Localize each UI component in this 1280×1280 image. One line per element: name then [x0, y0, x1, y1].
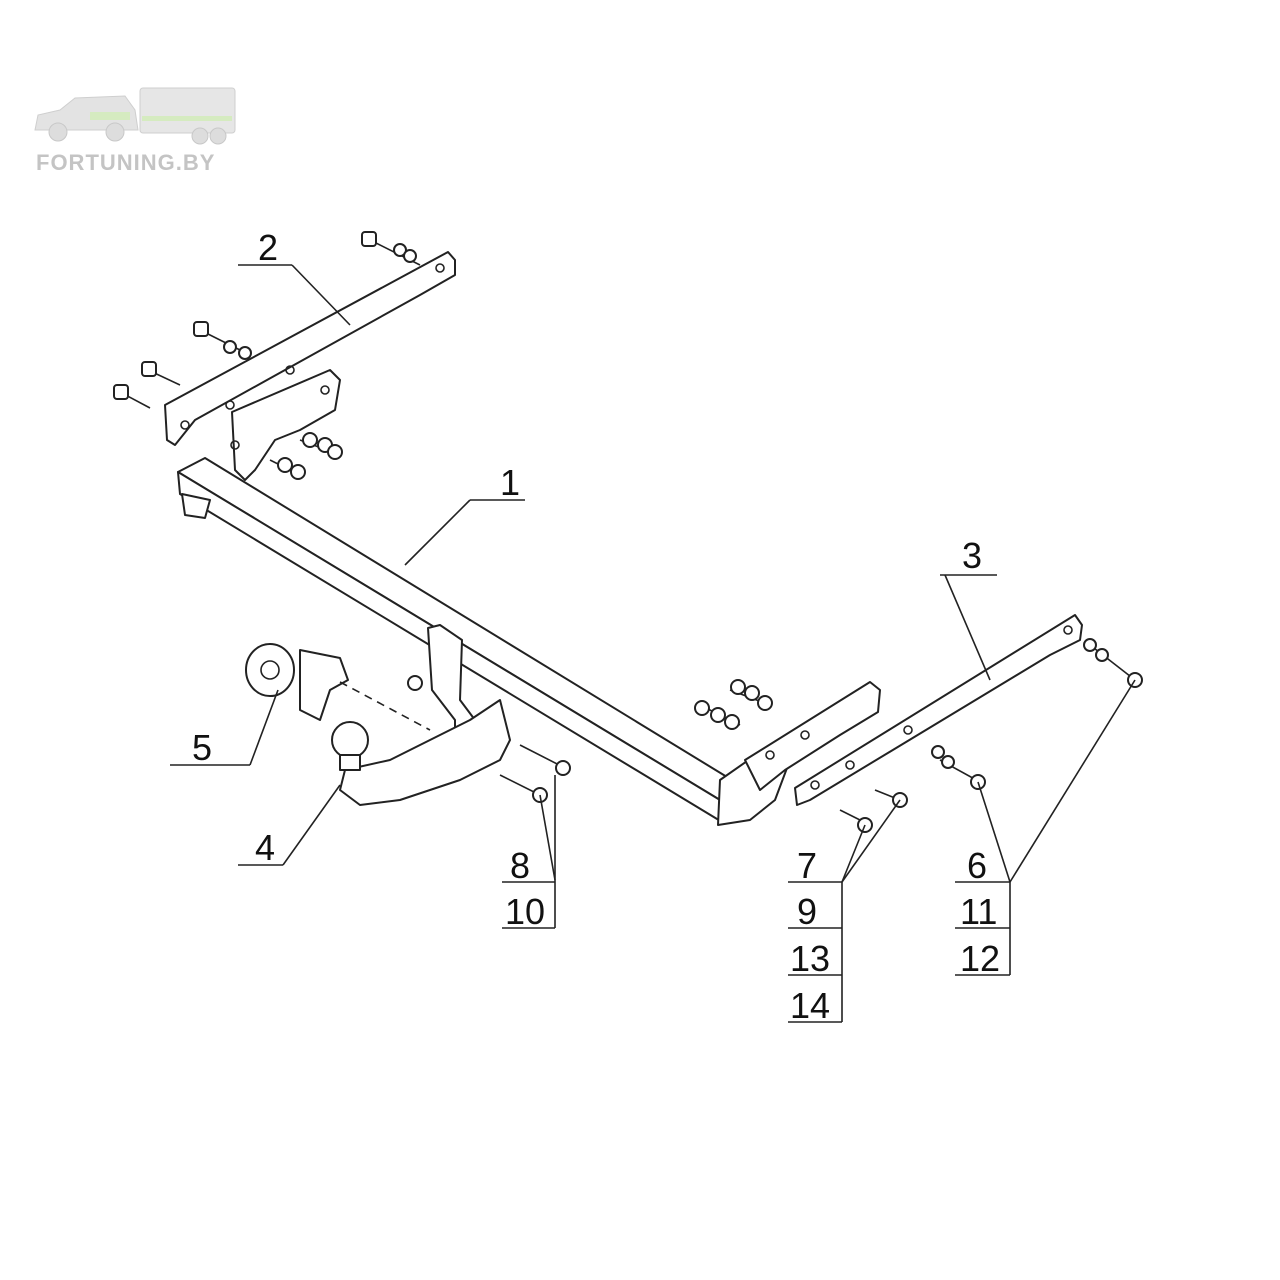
- main-beam: [177, 457, 791, 826]
- fortuning-logo: [30, 80, 240, 180]
- label-part-3: 3: [962, 535, 982, 576]
- tow-ball-hitch: [331, 624, 511, 806]
- bolts-and-nuts: [113, 231, 1143, 833]
- label-part-4: 4: [255, 827, 275, 868]
- label-part-14: 14: [790, 985, 830, 1026]
- label-part-12: 12: [960, 938, 1000, 979]
- label-part-9: 9: [797, 891, 817, 932]
- label-part-10: 10: [505, 891, 545, 932]
- leader-lines: [170, 264, 1136, 1023]
- label-part-7: 7: [797, 845, 817, 886]
- label-part-13: 13: [790, 938, 830, 979]
- label-part-6: 6: [967, 845, 987, 886]
- label-part-8: 8: [510, 845, 530, 886]
- socket-bracket: [245, 643, 431, 731]
- label-part-5: 5: [192, 727, 212, 768]
- bracket-left: [164, 251, 456, 481]
- label-part-2: 2: [258, 227, 278, 268]
- bracket-right: [744, 614, 1083, 806]
- logo-text: FORTUNING.BY: [36, 150, 216, 175]
- label-part-1: 1: [500, 462, 520, 503]
- label-part-11: 11: [960, 891, 997, 932]
- truck-trailer-icon: [34, 87, 236, 145]
